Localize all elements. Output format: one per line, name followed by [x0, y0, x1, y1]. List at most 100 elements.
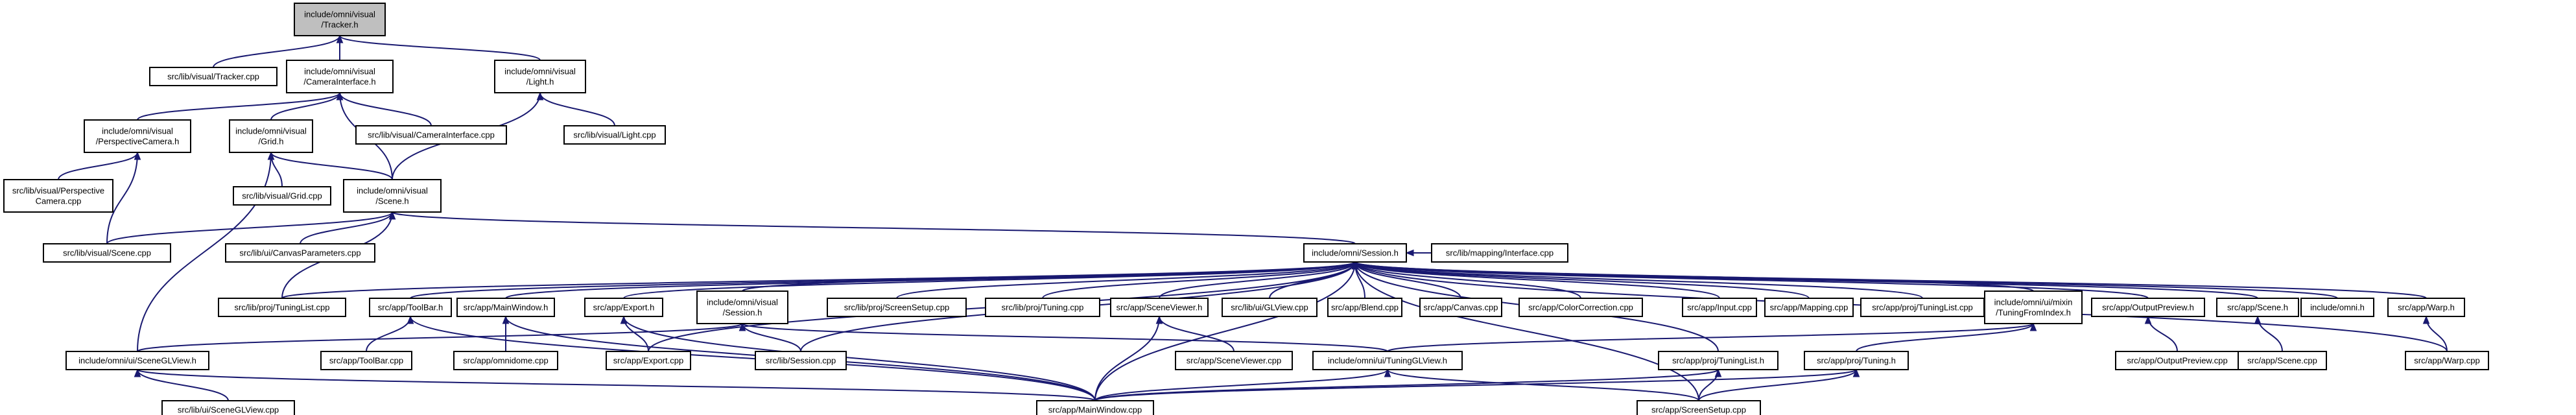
node-canvas-cpp[interactable]: src/app/Canvas.cpp [1419, 298, 1502, 317]
node-box [2387, 298, 2465, 317]
arrowhead-light_h-to-scene_h [536, 91, 544, 101]
node-label: /CameraInterface.h [303, 77, 375, 87]
edge-tuningglview_h-to-screensetup_app_cpp [1387, 369, 1699, 401]
node-box [1984, 290, 2083, 324]
node-grid-h[interactable]: include/omni/visual/Grid.h [229, 119, 313, 153]
node-outputpreview-cpp[interactable]: src/app/OutputPreview.cpp [2115, 351, 2239, 370]
arrowhead-persp_h-to-scene_cpp [134, 151, 141, 160]
node-label: src/app/ToolBar.cpp [329, 356, 403, 366]
node-canvasparams-cpp[interactable]: src/lib/ui/CanvasParameters.cpp [225, 243, 375, 263]
arrowhead-warp_h-to-warp_cpp [2422, 315, 2430, 324]
node-box [606, 351, 691, 370]
node-label: src/app/Blend.cpp [1331, 303, 1399, 313]
node-tuningglview-h[interactable]: include/omni/ui/TuningGLView.h [1312, 351, 1463, 370]
edge-app_tuninglist_h-to-mainwindow_cpp [1094, 369, 1719, 401]
node-label: src/app/proj/Tuning.h [1817, 356, 1896, 366]
node-mapping-iface-cpp[interactable]: src/lib/mapping/Interface.cpp [1431, 243, 1568, 263]
node-label: src/app/SceneViewer.h [1117, 303, 1203, 313]
node-blend-cpp[interactable]: src/app/Blend.cpp [1327, 298, 1402, 317]
node-label: src/lib/ui/CanvasParameters.cpp [239, 248, 360, 258]
node-sceneviewer-cpp[interactable]: src/app/SceneViewer.cpp [1175, 351, 1293, 370]
node-box [84, 119, 191, 153]
node-app-scene-h[interactable]: src/app/Scene.h [2216, 298, 2299, 317]
node-box [369, 298, 452, 317]
node-tuning-lib-cpp[interactable]: src/lib/proj/Tuning.cpp [985, 298, 1100, 317]
node-tuningfromindex-h[interactable]: include/omni/ui/mixin/TuningFromIndex.h [1984, 290, 2083, 324]
node-tracker-cpp[interactable]: src/lib/visual/Tracker.cpp [149, 67, 278, 86]
node-box [1658, 351, 1778, 370]
edge-camera_h-to-grid_h [270, 92, 340, 121]
edge-session_h-to-omni_h [1354, 261, 2338, 299]
node-label: /Scene.h [375, 196, 408, 206]
edge-tracker_h-to-light_h [339, 35, 541, 61]
node-export-cpp[interactable]: src/app/Export.cpp [606, 351, 691, 370]
node-screensetup-app-cpp[interactable]: src/app/ScreenSetup.cpp [1637, 400, 1761, 415]
arrowhead-scene_h-to-tuninglist_lib_cpp [388, 211, 396, 220]
node-label: src/app/ColorCorrection.cpp [1528, 303, 1633, 313]
node-label: include/omni/visual [707, 298, 778, 307]
node-omni-h[interactable]: include/omni.h [2300, 298, 2374, 317]
edge-toolbar_h-to-mainwindow_cpp [410, 316, 1096, 401]
node-label: src/lib/ui/SceneGLView.cpp [178, 405, 279, 415]
node-warp-h[interactable]: src/app/Warp.h [2387, 298, 2465, 317]
node-box [161, 400, 295, 415]
node-input-cpp[interactable]: src/app/Input.cpp [1682, 298, 1757, 317]
edge-sceneviewer_h-to-mainwindow_cpp [1094, 316, 1160, 401]
node-export-h[interactable]: src/app/Export.h [584, 298, 663, 317]
arrowhead-app_tuning_h-to-screensetup_app_cpp [1852, 368, 1860, 377]
edge-tuningfromindex_h-to-tuningglview_h [1387, 323, 2034, 352]
node-label: src/app/ScreenSetup.cpp [1651, 405, 1746, 415]
node-session-cpp[interactable]: src/lib/Session.cpp [755, 351, 847, 370]
node-tuninglist-lib-cpp[interactable]: src/lib/proj/TuningList.cpp [218, 298, 346, 317]
node-label: src/lib/ui/GLView.cpp [1231, 303, 1308, 313]
node-box [1518, 298, 1643, 317]
node-label: include/omni/ui/mixin [1994, 298, 2073, 307]
node-box [1860, 298, 1985, 317]
node-mapping-cpp[interactable]: src/app/Mapping.cpp [1764, 298, 1854, 317]
node-label: include/omni/visual [304, 67, 375, 77]
node-visual-session-h[interactable]: include/omni/visual/Session.h [696, 290, 788, 324]
arrowhead-session_h-to-screensetup_app_cpp [1351, 261, 1359, 270]
node-box [43, 243, 171, 263]
node-box [2405, 351, 2489, 370]
node-label: src/lib/visual/CameraInterface.cpp [368, 130, 495, 140]
node-camera-cpp[interactable]: src/lib/visual/CameraInterface.cpp [355, 125, 507, 145]
node-light-cpp[interactable]: src/lib/visual/Light.cpp [563, 125, 666, 145]
node-label: src/lib/visual/Perspective [12, 186, 104, 196]
node-light-h[interactable]: include/omni/visual/Light.h [494, 60, 586, 93]
node-tracker-h[interactable]: include/omni/visual/Tracker.h [294, 3, 386, 36]
node-sceneviewer-h[interactable]: src/app/SceneViewer.h [1110, 298, 1209, 317]
node-camera-h[interactable]: include/omni/visual/CameraInterface.h [286, 60, 394, 93]
node-outputpreview-h[interactable]: src/app/OutputPreview.h [2091, 298, 2205, 317]
node-persp-cpp[interactable]: src/lib/visual/PerspectiveCamera.cpp [3, 179, 113, 213]
node-session-h[interactable]: include/omni/Session.h [1303, 243, 1407, 263]
edge-persp_h-to-scene_cpp [106, 152, 138, 244]
node-app-tuning-h[interactable]: src/app/proj/Tuning.h [1804, 351, 1909, 370]
edge-session_h-to-export_h [623, 261, 1356, 299]
node-toolbar-h[interactable]: src/app/ToolBar.h [369, 298, 452, 317]
node-screensetup-lib-cpp[interactable]: src/lib/proj/ScreenSetup.cpp [827, 298, 967, 317]
node-scene-h[interactable]: include/omni/visual/Scene.h [343, 179, 442, 213]
node-grid-cpp[interactable]: src/lib/visual/Grid.cpp [233, 186, 331, 206]
node-label: src/app/Warp.cpp [2414, 356, 2479, 366]
node-label: src/app/Canvas.cpp [1424, 303, 1498, 313]
node-glview-cpp[interactable]: src/lib/ui/GLView.cpp [1222, 298, 1318, 317]
node-app-tuninglist-cpp[interactable]: src/app/proj/TuningList.cpp [1860, 298, 1985, 317]
node-warp-cpp[interactable]: src/app/Warp.cpp [2405, 351, 2489, 370]
node-box [584, 298, 663, 317]
node-app-tuninglist-h[interactable]: src/app/proj/TuningList.h [1658, 351, 1778, 370]
node-app-scene-cpp[interactable]: src/app/Scene.cpp [2238, 351, 2327, 370]
node-mainwindow-cpp[interactable]: src/app/MainWindow.cpp [1036, 400, 1154, 415]
node-box [1222, 298, 1318, 317]
node-mainwindow-h[interactable]: src/app/MainWindow.h [456, 298, 555, 317]
node-colorcorr-cpp[interactable]: src/app/ColorCorrection.cpp [1518, 298, 1643, 317]
node-toolbar-cpp[interactable]: src/app/ToolBar.cpp [320, 351, 412, 370]
node-sceneglview-h[interactable]: include/omni/ui/SceneGLView.h [65, 351, 209, 370]
node-sceneglview-cpp[interactable]: src/lib/ui/SceneGLView.cpp [161, 400, 295, 415]
node-omnidome-cpp[interactable]: src/app/omnidome.cpp [453, 351, 558, 370]
node-scene-cpp[interactable]: src/lib/visual/Scene.cpp [43, 243, 171, 263]
node-box [827, 298, 967, 317]
node-box [65, 351, 209, 370]
arrowhead-session_h-to-mapping_iface_cpp [1405, 249, 1414, 257]
node-persp-h[interactable]: include/omni/visual/PerspectiveCamera.h [84, 119, 191, 153]
